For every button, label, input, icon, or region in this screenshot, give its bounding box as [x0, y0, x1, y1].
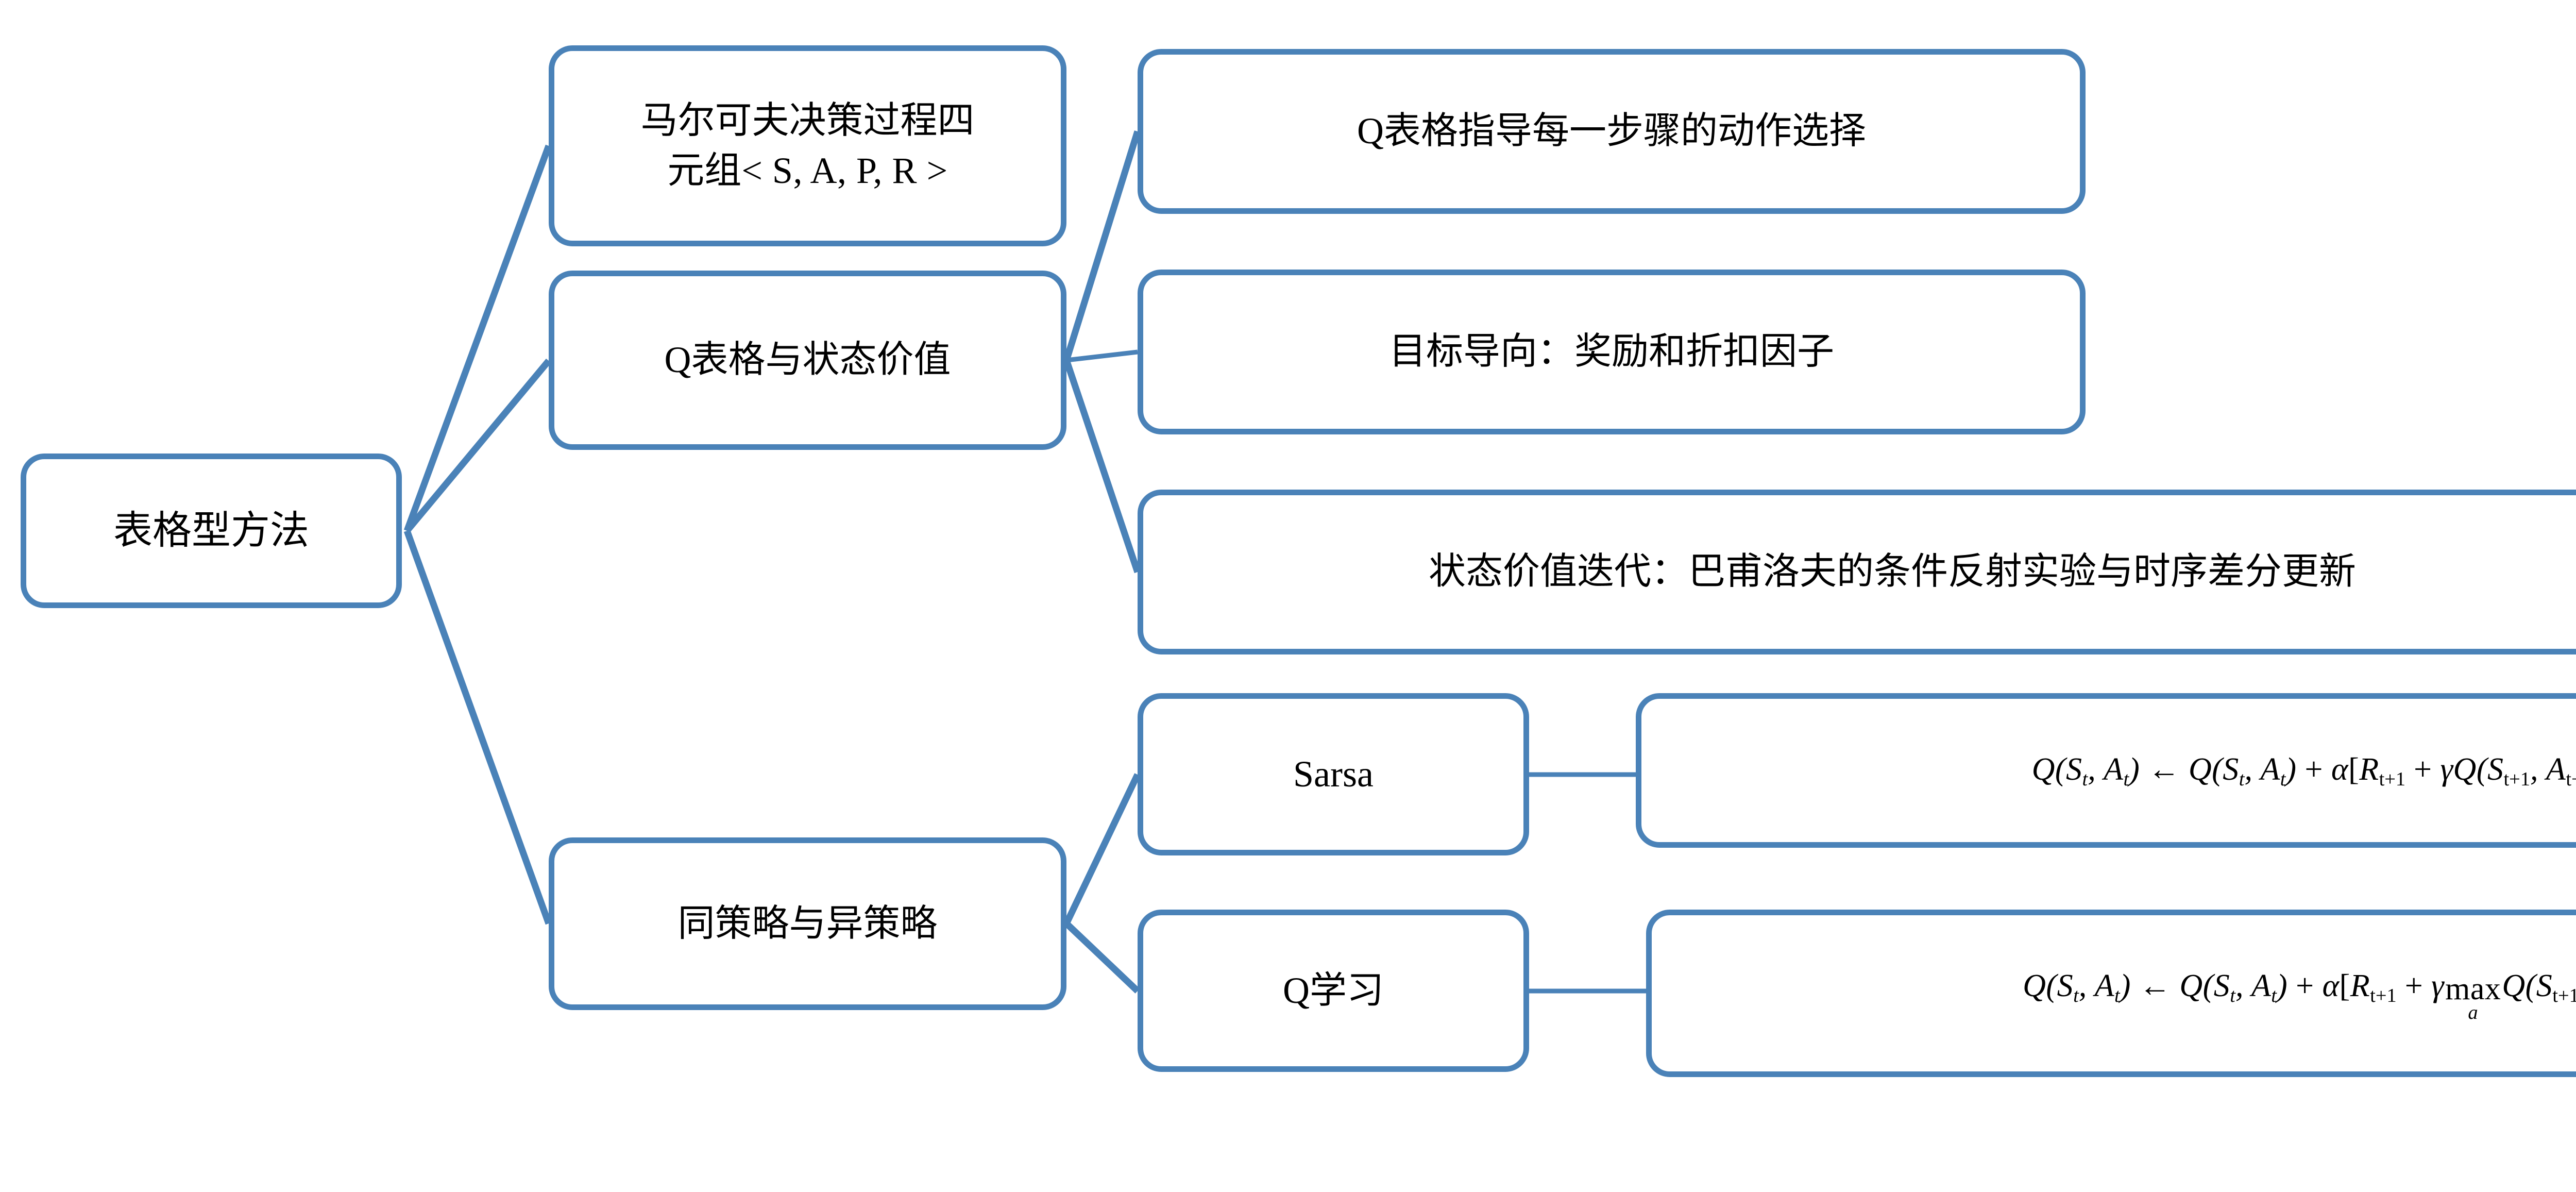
edge-root-qtable	[404, 358, 551, 533]
node-qtable-guides-action[interactable]: Q表格指导每一步骤的动作选择	[1138, 49, 2086, 214]
node-root-label: 表格型方法	[113, 509, 309, 552]
edge-qtable-leaf2	[1066, 349, 1138, 363]
node-root[interactable]: 表格型方法	[21, 454, 402, 608]
node-policy-label: 同策略与异策略	[677, 902, 938, 944]
node-qtable-label: Q表格与状态价值	[664, 339, 951, 381]
node-q-learning[interactable]: Q学习	[1138, 910, 1529, 1072]
node-mdp-line1: 马尔可夫决策过程四	[640, 99, 975, 141]
node-on-off-policy[interactable]: 同策略与异策略	[549, 837, 1066, 1010]
edge-root-mdp	[403, 144, 552, 532]
edge-qtable-leaf3	[1063, 359, 1141, 574]
node-mdp-line2-prefix: 元组	[667, 150, 742, 191]
edge-qtable-leaf1	[1063, 130, 1141, 361]
node-mdp-tuple[interactable]: 马尔可夫决策过程四 元组< S, A, P, R >	[549, 45, 1066, 246]
node-goal-reward-discount[interactable]: 目标导向：奖励和折扣因子	[1138, 270, 2086, 434]
edge-policy-sarsa	[1063, 773, 1141, 925]
node-value-iteration-pavlov-td[interactable]: 状态价值迭代：巴甫洛夫的条件反射实验与时序差分更新	[1138, 490, 2576, 654]
node-leaf2-label: 目标导向：奖励和折扣因子	[1388, 331, 1834, 373]
node-qlearn-label: Q学习	[1283, 969, 1384, 1011]
node-leaf1-label: Q表格指导每一步骤的动作选择	[1357, 110, 1866, 152]
node-mdp-label: 马尔可夫决策过程四 元组< S, A, P, R >	[631, 96, 984, 196]
node-qtable-state-value[interactable]: Q表格与状态价值	[549, 271, 1066, 450]
edge-root-policy	[403, 529, 552, 925]
edge-policy-qlearn	[1064, 921, 1140, 994]
sarsa-formula-text: Q(St, At) ← Q(St, At) + α[Rt+1 + γQ(St+1…	[2031, 751, 2576, 790]
node-leaf3-label: 状态价值迭代：巴甫洛夫的条件反射实验与时序差分更新	[1428, 551, 2356, 593]
node-sarsa-label: Sarsa	[1293, 753, 1374, 795]
node-mdp-line2-math: < S, A, P, R >	[741, 150, 948, 191]
node-sarsa-update-formula[interactable]: Q(St, At) ← Q(St, At) + α[Rt+1 + γQ(St+1…	[1636, 693, 2576, 848]
node-sarsa[interactable]: Sarsa	[1138, 693, 1529, 855]
